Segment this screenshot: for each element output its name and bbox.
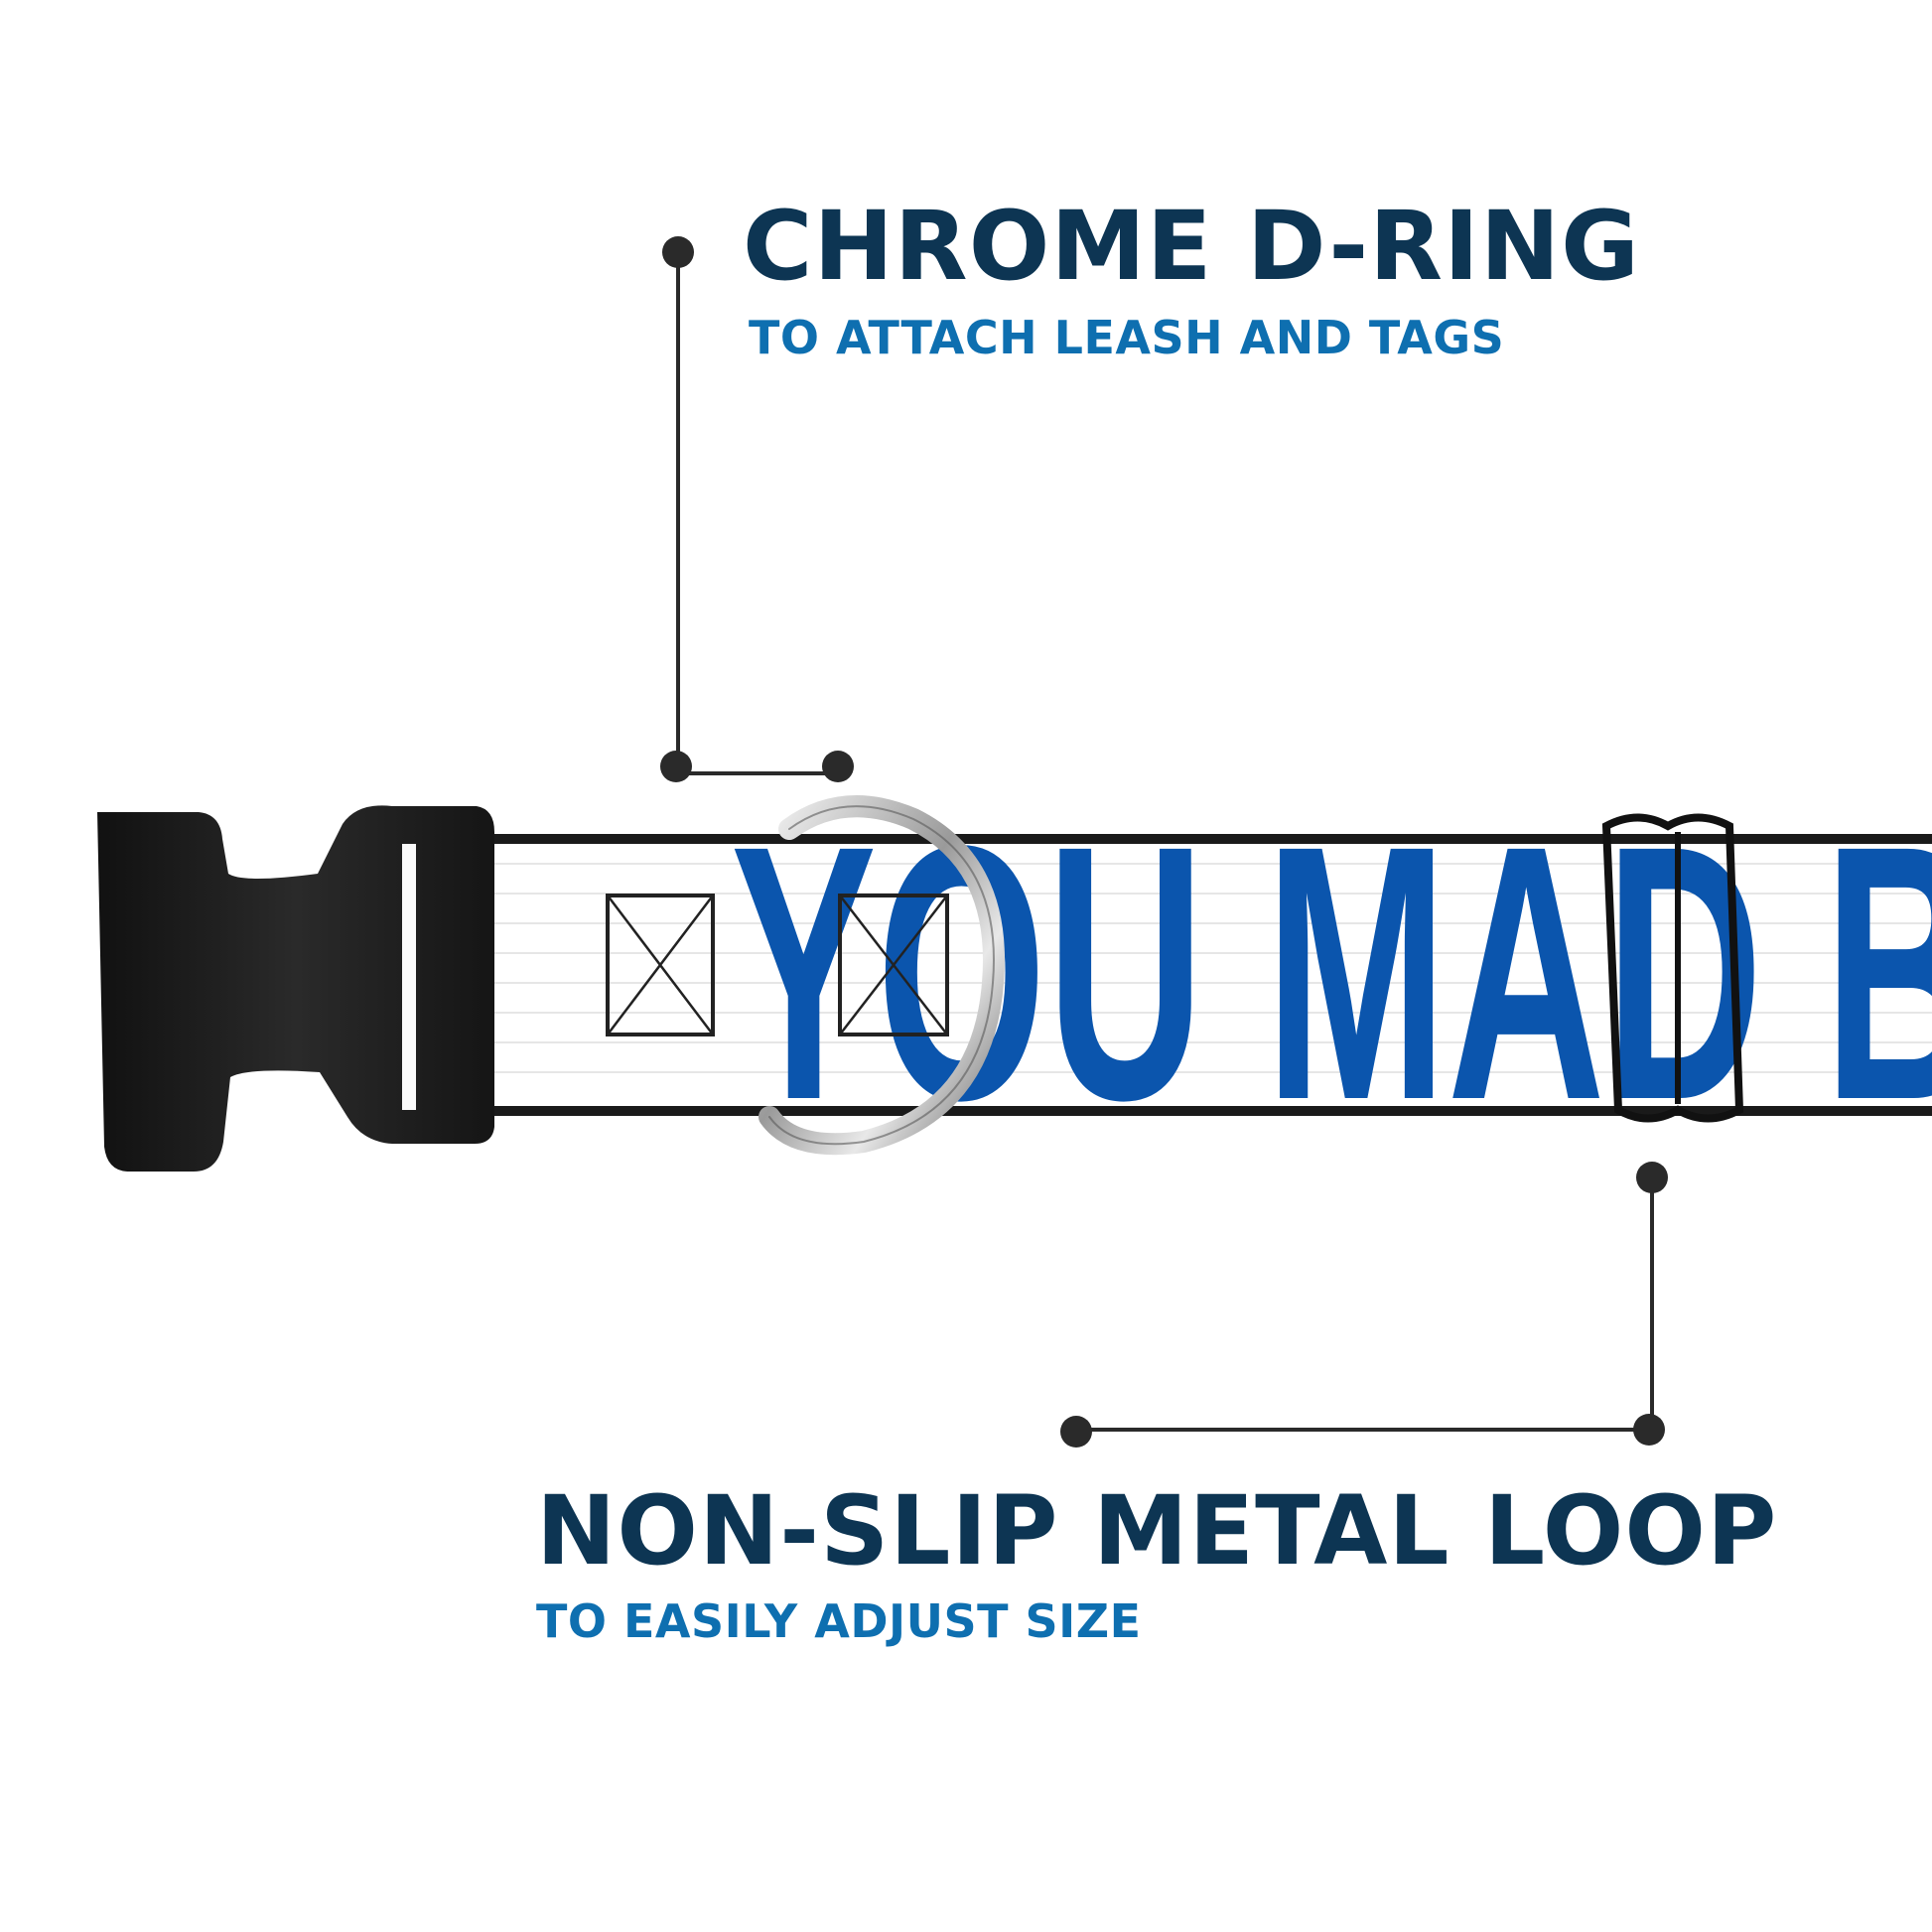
leader-line-metal-loop xyxy=(1060,1162,1668,1448)
leader-line-d-ring xyxy=(660,236,854,782)
d-ring-callout-title: CHROME D-RING xyxy=(743,191,1640,302)
metal-loop-callout-subtitle: TO EASILY ADJUST SIZE xyxy=(536,1594,1142,1648)
d-ring-icon xyxy=(759,795,1005,1156)
slide-loop-icon xyxy=(1601,813,1744,1123)
box-x-stitch-right xyxy=(838,894,949,1036)
box-x-stitch-left xyxy=(606,894,715,1036)
metal-loop-callout-title: NON-SLIP METAL LOOP xyxy=(536,1475,1778,1587)
buckle-icon xyxy=(97,805,494,1172)
d-ring-callout-subtitle: TO ATTACH LEASH AND TAGS xyxy=(749,311,1505,364)
